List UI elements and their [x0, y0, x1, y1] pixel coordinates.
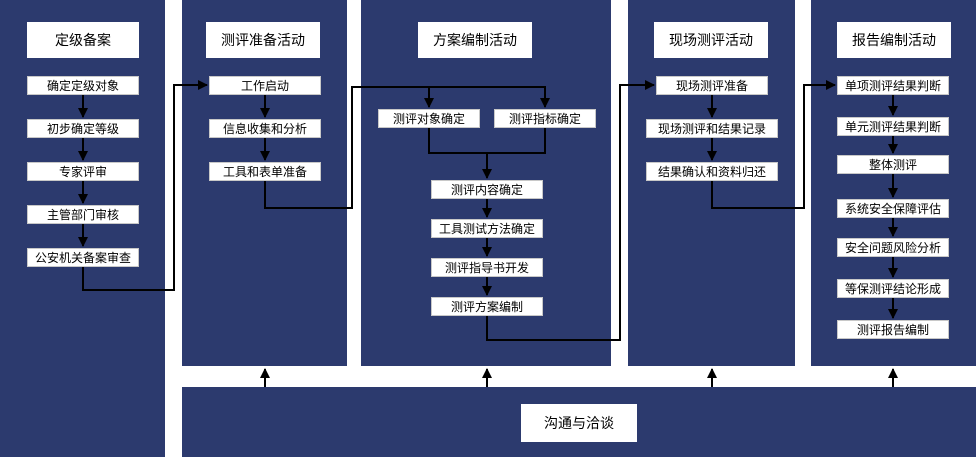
column-title-report-compile: 报告编制活动 [837, 22, 951, 58]
step-authority-review: 主管部门审核 [27, 205, 139, 224]
step-single-result: 单项测评结果判断 [837, 76, 949, 95]
step-confirm-return: 结果确认和资料归还 [646, 162, 778, 181]
step-tool-test-method: 工具测试方法确定 [431, 219, 543, 238]
step-plan-compile: 测评方案编制 [431, 297, 543, 316]
connector-c3-c4 [486, 80, 655, 341]
step-eval-content: 测评内容确定 [431, 180, 543, 199]
column-title-eval-prep: 测评准备活动 [206, 22, 320, 58]
step-tools-forms-prep: 工具和表单准备 [209, 162, 321, 181]
step-info-collect-analyze: 信息收集和分析 [209, 119, 321, 138]
step-conclusion: 等保测评结论形成 [837, 279, 949, 298]
connector-merge [428, 128, 546, 154]
communication-label: 沟通与洽谈 [521, 404, 637, 442]
step-system-assessment: 系统安全保障评估 [837, 199, 949, 218]
column-title-grading-filing: 定级备案 [27, 22, 139, 58]
step-confirm-grading-object: 确定定级对象 [27, 76, 139, 95]
step-risk-analysis: 安全问题风险分析 [837, 238, 949, 257]
step-onsite-record: 现场测评和结果记录 [646, 119, 778, 138]
step-overall-eval: 整体测评 [837, 155, 949, 174]
step-work-start: 工作启动 [209, 76, 321, 95]
connector-c1-c2 [82, 80, 208, 291]
step-guide-dev: 测评指导书开发 [431, 258, 543, 277]
step-eval-object: 测评对象确定 [378, 109, 480, 128]
step-initial-grade: 初步确定等级 [27, 119, 139, 138]
column-title-plan-compile: 方案编制活动 [418, 22, 532, 58]
step-expert-review: 专家评审 [27, 162, 139, 181]
step-unit-result: 单元测评结果判断 [837, 117, 949, 136]
step-eval-indicator: 测评指标确定 [494, 109, 596, 128]
step-report-compile: 测评报告编制 [837, 320, 949, 339]
step-onsite-prep: 现场测评准备 [656, 76, 768, 95]
connector-c4-c5 [711, 80, 836, 209]
column-title-onsite-eval: 现场测评活动 [654, 22, 768, 58]
connector-c2-c3 [264, 86, 550, 209]
step-police-filing-review: 公安机关备案审查 [27, 248, 139, 267]
